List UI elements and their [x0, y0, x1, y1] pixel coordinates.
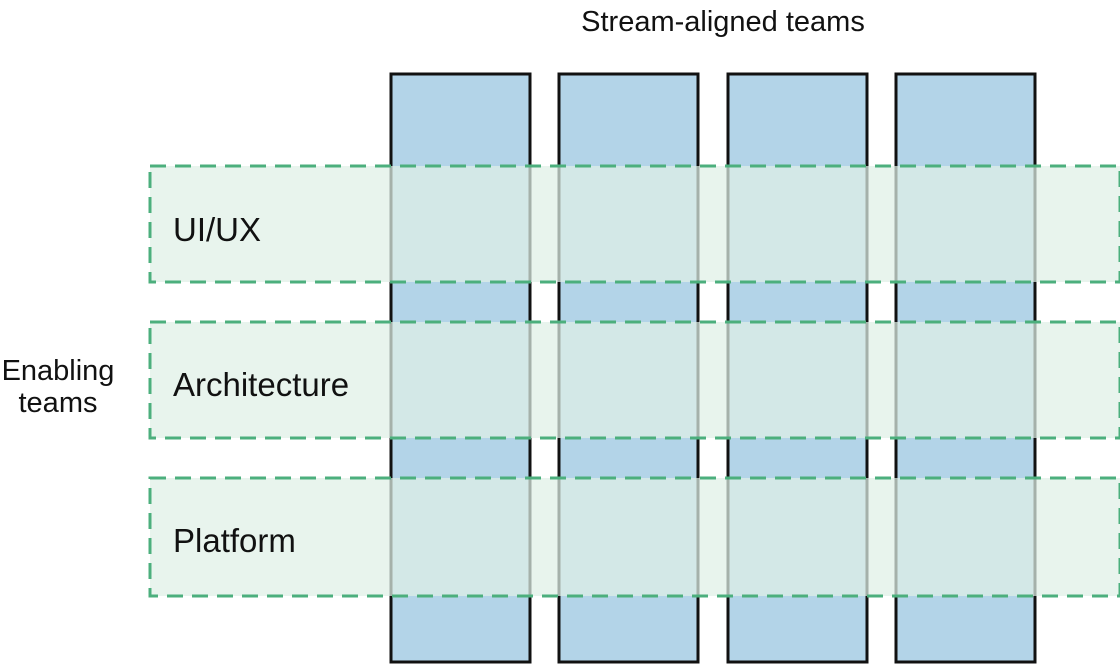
- enabling-teams-side-label: Enabling teams: [2, 355, 115, 419]
- enabling-team-label-architecture: Architecture: [173, 366, 349, 403]
- enabling-team-band-platform: Platform: [148, 476, 1120, 598]
- enabling-teams: UI/UX Architecture Platform: [148, 164, 1120, 598]
- stream-aligned-teams-title: Stream-aligned teams: [581, 6, 865, 38]
- enabling-team-label-uiux: UI/UX: [173, 211, 261, 248]
- enabling-team-band-architecture: Architecture: [148, 320, 1120, 440]
- enabling-teams-label-line-2: teams: [19, 387, 98, 419]
- enabling-teams-label-line-1: Enabling: [2, 355, 115, 387]
- enabling-team-band-uiux: UI/UX: [148, 164, 1120, 284]
- enabling-team-label-platform: Platform: [173, 522, 296, 559]
